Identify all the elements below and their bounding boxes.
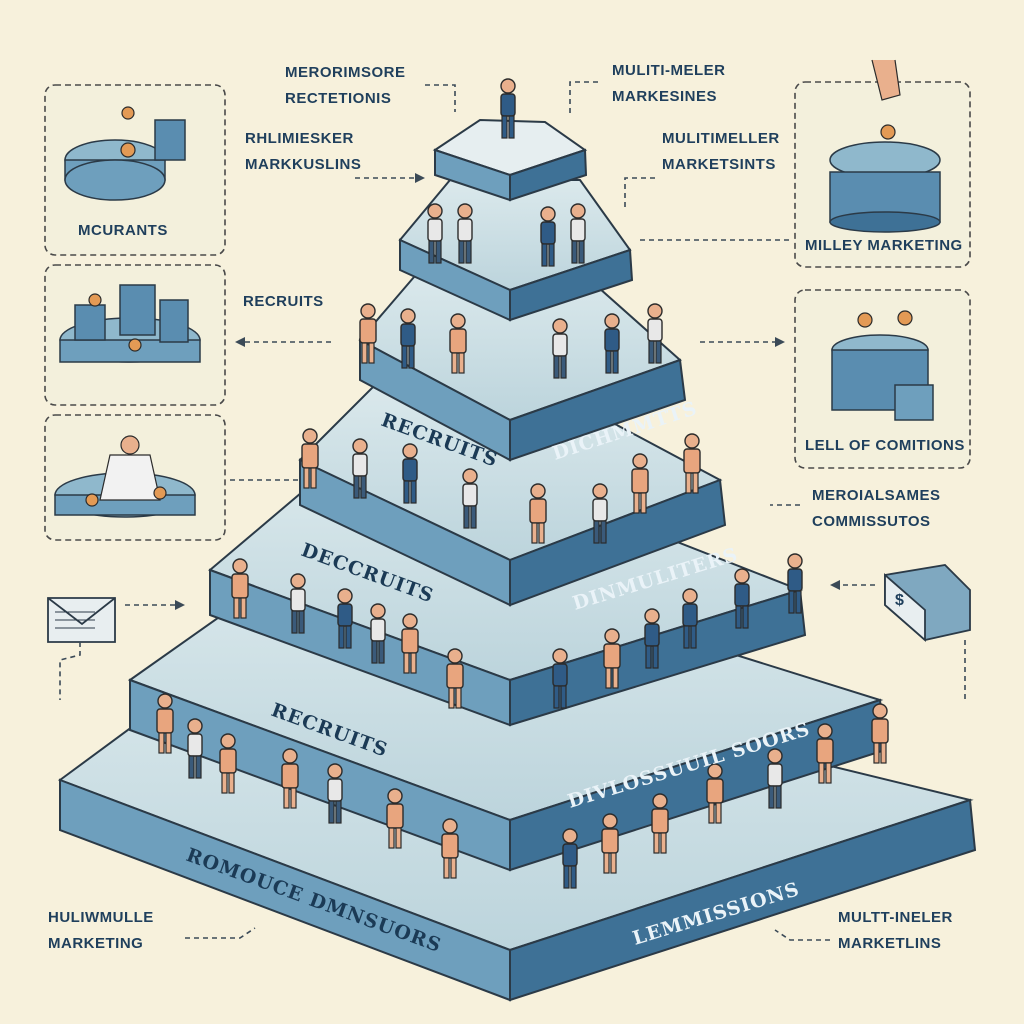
callout-bottom-right-line1: MULTT-INELER <box>838 909 953 926</box>
panel-right-2: LELL OF COMITIONS <box>794 289 971 469</box>
dollar-box-icon: $ <box>884 564 971 642</box>
callout-upper-left-line1: RHLIMIESKER <box>245 130 354 147</box>
callout-upper-left: RHLIMIESKER MARKKUSLINS <box>245 130 361 173</box>
callout-bottom-left: HULIWMULLE MARKETING <box>48 909 154 952</box>
callout-right-mid-line1: MEROIALSAMES <box>812 487 941 504</box>
callout-bottom-right: MULTT-INELER MARKETLINS <box>838 909 953 952</box>
callout-top-left-line1: MERORIMSORE <box>285 64 406 81</box>
callout-top-right-line1: MULITI-MELER <box>612 62 725 79</box>
callout-top-left-line2: RECTETIONIS <box>285 90 391 107</box>
panel-left-3 <box>44 414 226 541</box>
callout-upper-right-line2: MARKETSINTS <box>662 156 776 173</box>
callout-upper-right: MULITIMELLER MARKETSINTS <box>662 130 780 173</box>
envelope-icon <box>47 597 116 643</box>
callout-bottom-left-line2: MARKETING <box>48 935 143 952</box>
apex-tier <box>432 118 588 202</box>
callout-bottom-right-line2: MARKETLINS <box>838 935 941 952</box>
panel-right-2-label: LELL OF COMITIONS <box>805 437 965 454</box>
panel-left-1-label: MCURANTS <box>78 222 168 239</box>
callout-top-right-line2: MARKESINES <box>612 88 717 105</box>
callout-top-right: MULITI-MELER MARKESINES <box>612 62 725 105</box>
callout-mid-left: RECRUITS <box>243 293 324 310</box>
svg-text:$: $ <box>895 592 904 609</box>
callout-right-mid-line2: COMMISSUTOS <box>812 513 931 530</box>
panel-left-2 <box>44 264 226 406</box>
callout-right-mid: MEROIALSAMES COMMISSUTOS <box>812 487 941 530</box>
callout-upper-right-line1: MULITIMELLER <box>662 130 780 147</box>
callout-upper-left-line2: MARKKUSLINS <box>245 156 361 173</box>
callout-mid-left-line1: RECRUITS <box>243 293 324 310</box>
tier-1b <box>358 268 687 462</box>
callout-bottom-left-line1: HULIWMULLE <box>48 909 154 926</box>
callout-top-left: MERORIMSORE RECTETIONIS <box>285 64 406 107</box>
panel-right-1: MILLEY MARKETING <box>794 59 971 268</box>
panel-right-1-label: MILLEY MARKETING <box>805 237 963 254</box>
panel-left-1: MCURANTS <box>44 84 226 256</box>
